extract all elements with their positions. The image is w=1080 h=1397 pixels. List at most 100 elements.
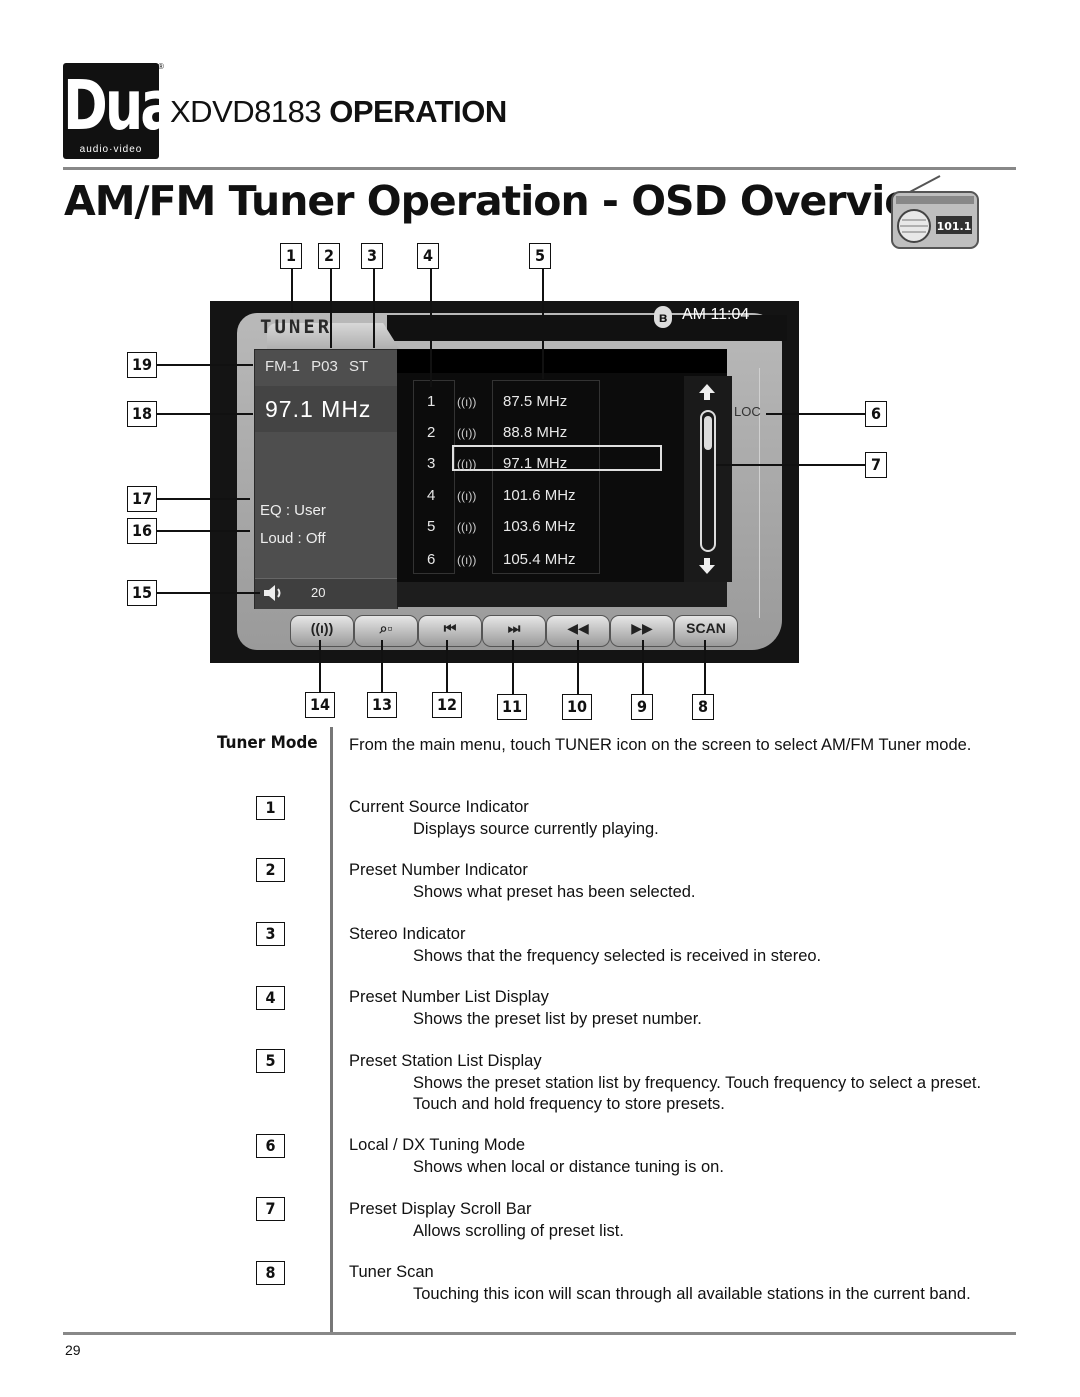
bluetooth-icon: ʙ xyxy=(654,306,672,328)
antenna-icon: ((ı)) xyxy=(457,426,477,440)
scroll-track[interactable] xyxy=(700,410,716,552)
item-description: Shows the preset station list by frequen… xyxy=(413,1074,982,1113)
frequency-row xyxy=(255,386,397,432)
item-description: Allows scrolling of preset list. xyxy=(413,1222,624,1240)
callout-19: 19 xyxy=(127,352,157,378)
preset-frequency[interactable]: 87.5 MHz xyxy=(503,393,568,410)
leader-line-3 xyxy=(373,269,375,348)
item-title: Preset Display Scroll Bar xyxy=(349,1200,532,1218)
page-title: AM/FM Tuner Operation - OSD Overview xyxy=(64,177,949,225)
control-bar: ((ı)) ⌕▫ ⏮ ⏭ ◀◀ ▶▶ SCAN xyxy=(290,615,738,647)
right-bezel xyxy=(759,368,800,618)
leader-line-6 xyxy=(766,413,865,415)
fast-forward-icon: ▶▶ xyxy=(631,620,653,636)
item-title: Current Source Indicator xyxy=(349,798,529,816)
scroll-down-icon[interactable] xyxy=(697,556,717,576)
callout-11: 11 xyxy=(497,694,527,720)
preset-frequency[interactable]: 101.6 MHz xyxy=(503,487,576,504)
search-store-button[interactable]: ⌕▫ xyxy=(354,615,418,647)
list-footer xyxy=(397,582,727,607)
preset-frequency[interactable]: 103.6 MHz xyxy=(503,518,576,535)
item-number: 4 xyxy=(256,986,285,1010)
loc-indicator: LOC xyxy=(734,404,761,419)
leader-line-7 xyxy=(716,464,865,466)
dual-logo: Dual audio·video xyxy=(63,63,192,159)
registered-mark: ® xyxy=(158,62,164,71)
callout-5: 5 xyxy=(529,243,551,269)
callout-15: 15 xyxy=(127,580,157,606)
scan-label: SCAN xyxy=(686,620,726,636)
callout-14: 14 xyxy=(305,692,335,718)
preset-indicator: P03 xyxy=(311,358,338,375)
callout-17: 17 xyxy=(127,486,157,512)
rewind-icon: ◀◀ xyxy=(567,620,589,636)
preset-list: 1 ((ı)) 87.5 MHz 2 ((ı)) 88.8 MHz 3 ((ı)) 97.1 M… xyxy=(397,349,727,582)
antenna-icon: ((ı)) xyxy=(457,553,477,567)
page-number: 29 xyxy=(65,1342,81,1358)
preset-number[interactable]: 6 xyxy=(427,551,436,568)
callout-1: 1 xyxy=(280,243,302,269)
preset-frequency[interactable]: 88.8 MHz xyxy=(503,424,568,441)
preset-number[interactable]: 5 xyxy=(427,518,436,535)
preset-number-column xyxy=(413,380,455,574)
seek-forward-button[interactable]: ⏭ xyxy=(482,615,546,647)
preset-number[interactable]: 1 xyxy=(427,393,436,410)
status-bar xyxy=(387,315,787,341)
frequency-display: 97.1 MHz xyxy=(265,396,372,422)
scan-button[interactable]: SCAN xyxy=(674,615,738,647)
preset-number[interactable]: 3 xyxy=(427,455,436,472)
leader-line-8 xyxy=(704,640,706,694)
section-label: OPERATION xyxy=(329,94,507,129)
speaker-icon xyxy=(264,585,281,601)
item-title: Preset Number Indicator xyxy=(349,861,528,879)
logo-wordmark: Dual xyxy=(63,65,192,147)
preset-frequency[interactable]: 105.4 MHz xyxy=(503,551,576,568)
callout-10: 10 xyxy=(562,694,592,720)
preset-number[interactable]: 2 xyxy=(427,424,436,441)
loudness-setting[interactable]: Loud : Off xyxy=(260,530,326,547)
item-description: Shows that the frequency selected is rec… xyxy=(413,947,822,965)
eq-setting[interactable]: EQ : User xyxy=(260,502,326,519)
list-header xyxy=(397,349,727,373)
scroll-up-icon[interactable] xyxy=(697,382,717,402)
leader-line-9 xyxy=(642,640,644,694)
radio-display-text: 101.1 xyxy=(937,220,972,233)
preset-number[interactable]: 4 xyxy=(427,487,436,504)
callout-6: 6 xyxy=(865,401,887,427)
leader-line-13 xyxy=(381,640,383,692)
preset-list-button[interactable]: ((ı)) xyxy=(290,615,354,647)
item-number: 2 xyxy=(256,858,285,882)
item-description: Shows the preset list by preset number. xyxy=(413,1010,702,1028)
skip-forward-icon: ⏭ xyxy=(507,620,521,636)
antenna-icon: ((ı)) xyxy=(457,489,477,503)
callout-7: 7 xyxy=(865,452,887,478)
preset-frequency[interactable]: 97.1 MHz xyxy=(503,455,568,472)
antenna-icon: ((ı)) xyxy=(457,457,477,471)
leader-line-12 xyxy=(446,640,448,692)
tuner-mode-label: Tuner Mode xyxy=(217,733,318,753)
band-row: FM-1 P03 ST xyxy=(265,358,375,375)
seek-back-button[interactable]: ⏮ xyxy=(418,615,482,647)
header-divider xyxy=(63,167,1016,170)
callout-18: 18 xyxy=(127,401,157,427)
leader-line-17 xyxy=(157,498,250,500)
leader-line-16 xyxy=(157,530,250,532)
leader-line-4 xyxy=(430,269,432,387)
antenna-icon: ((ı)) xyxy=(457,395,477,409)
volume-row[interactable]: 20 xyxy=(255,578,397,609)
logo-subtitle: audio·video xyxy=(79,144,143,155)
callout-4: 4 xyxy=(417,243,439,269)
tune-up-button[interactable]: ▶▶ xyxy=(610,615,674,647)
scroll-thumb[interactable] xyxy=(704,416,712,450)
item-number: 3 xyxy=(256,922,285,946)
callout-8: 8 xyxy=(692,694,714,720)
item-number: 7 xyxy=(256,1197,285,1221)
item-title: Local / DX Tuning Mode xyxy=(349,1136,526,1154)
scroll-bar[interactable] xyxy=(684,376,732,582)
item-description: Shows what preset has been selected. xyxy=(413,883,696,901)
leader-line-10 xyxy=(577,640,579,694)
selected-preset-highlight xyxy=(452,445,662,471)
leader-line-2 xyxy=(330,269,332,348)
item-number: 6 xyxy=(256,1134,285,1158)
tuner-logo: TUNER xyxy=(260,316,333,338)
